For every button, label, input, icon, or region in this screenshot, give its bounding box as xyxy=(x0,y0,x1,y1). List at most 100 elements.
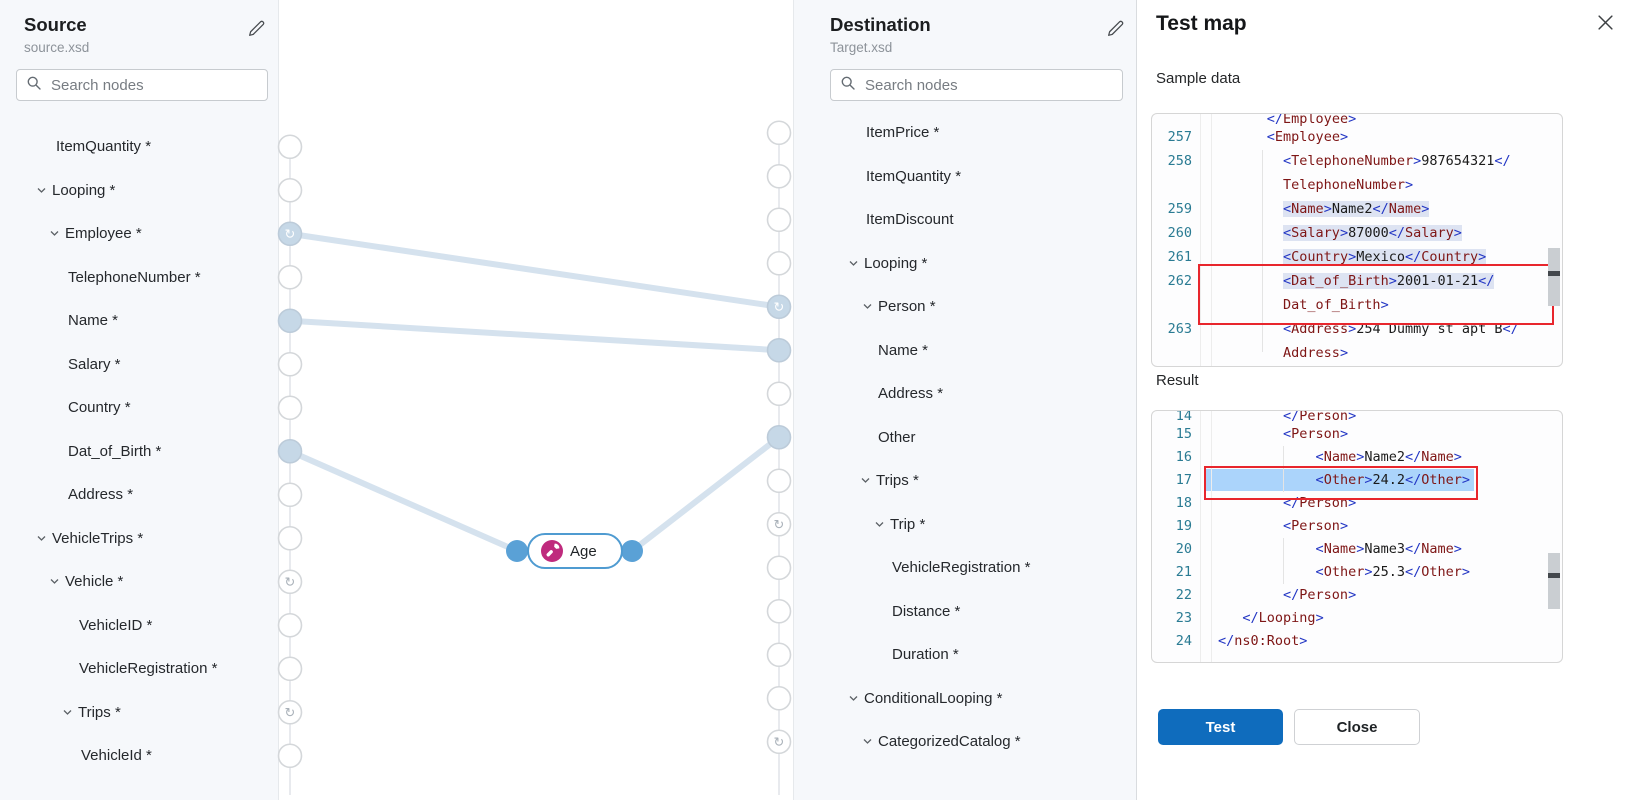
node-connection-point[interactable] xyxy=(766,381,792,407)
chevron-down-icon[interactable] xyxy=(862,736,873,747)
tree-node-address[interactable]: Address * xyxy=(0,473,278,517)
tree-node-itemprice[interactable]: ItemPrice * xyxy=(794,111,1137,155)
source-search-input[interactable] xyxy=(49,75,258,95)
node-connection-point[interactable] xyxy=(766,424,792,450)
chevron-down-icon[interactable] xyxy=(860,475,871,486)
tree-node-itemdiscount[interactable]: ItemDiscount xyxy=(794,198,1137,242)
node-connection-point[interactable] xyxy=(277,177,303,203)
tree-node-trip[interactable]: Trip * xyxy=(794,503,1137,547)
loop-connection-point[interactable] xyxy=(277,221,303,247)
node-connection-point[interactable] xyxy=(766,163,792,189)
tree-node-employee[interactable]: Employee * xyxy=(0,212,278,256)
map-connection[interactable] xyxy=(629,434,782,554)
tree-node-itemquantity[interactable]: ItemQuantity * xyxy=(794,155,1137,199)
scrollbar-thumb[interactable] xyxy=(1548,553,1560,609)
node-connection-point[interactable] xyxy=(277,525,303,551)
tree-node-distance[interactable]: Distance * xyxy=(794,590,1137,634)
code-token: Other xyxy=(1323,471,1365,488)
tree-node-name[interactable]: Name * xyxy=(0,299,278,343)
chevron-down-icon[interactable] xyxy=(874,519,885,530)
tree-node-country[interactable]: Country * xyxy=(0,386,278,430)
chevron-down-icon[interactable] xyxy=(36,533,47,544)
function-node-age[interactable]: Age xyxy=(506,533,643,569)
tree-node-vehicle[interactable]: Vehicle * xyxy=(0,560,278,604)
node-connection-point[interactable] xyxy=(277,395,303,421)
node-connection-point[interactable] xyxy=(766,250,792,276)
tree-node-vehicleregistration[interactable]: VehicleRegistration * xyxy=(794,546,1137,590)
tree-node-looping[interactable]: Looping * xyxy=(794,242,1137,286)
node-connection-point[interactable] xyxy=(766,685,792,711)
pencil-icon[interactable] xyxy=(246,18,268,40)
destination-search-input[interactable] xyxy=(863,75,1113,95)
loop-connection-point[interactable] xyxy=(766,511,792,537)
tree-node-duration[interactable]: Duration * xyxy=(794,633,1137,677)
node-connection-point[interactable] xyxy=(766,337,792,363)
tree-node-vehicleid[interactable]: VehicleID * xyxy=(0,604,278,648)
node-connection-point[interactable] xyxy=(277,612,303,638)
loop-connection-point[interactable] xyxy=(277,569,303,595)
node-connection-point[interactable] xyxy=(277,743,303,769)
tree-node-vehicleid[interactable]: VehicleId * xyxy=(0,734,278,778)
tree-node-address[interactable]: Address * xyxy=(794,372,1137,416)
chevron-down-icon[interactable] xyxy=(862,301,873,312)
map-connection[interactable] xyxy=(287,230,782,310)
map-connection[interactable] xyxy=(287,317,782,354)
tree-node-vehicletrips[interactable]: VehicleTrips * xyxy=(0,517,278,561)
tree-node-looping[interactable]: Looping * xyxy=(0,169,278,213)
result-editor[interactable]: 14 </Person>15 <Person>16 <Name>Name2</N… xyxy=(1151,410,1563,663)
node-connection-point[interactable] xyxy=(277,351,303,377)
code-token: </ xyxy=(1404,471,1422,488)
chevron-down-icon[interactable] xyxy=(49,228,60,239)
tree-node-dat_of_birth[interactable]: Dat_of_Birth * xyxy=(0,430,278,474)
test-button[interactable]: Test xyxy=(1158,709,1283,745)
code-token: > xyxy=(1348,411,1357,423)
chevron-down-icon[interactable] xyxy=(49,576,60,587)
loop-connection-point[interactable] xyxy=(766,729,792,755)
function-input-handle[interactable] xyxy=(506,540,528,562)
loop-connection-point[interactable] xyxy=(277,699,303,725)
tree-node-conditionallooping[interactable]: ConditionalLooping * xyxy=(794,677,1137,721)
tree-node-label: ItemDiscount xyxy=(866,211,954,229)
search-icon xyxy=(26,75,42,96)
node-connection-point[interactable] xyxy=(277,656,303,682)
destination-search-box xyxy=(830,69,1123,101)
function-output-handle[interactable] xyxy=(621,540,643,562)
tree-node-name[interactable]: Name * xyxy=(794,329,1137,373)
sample-data-editor[interactable]: </Employee>257 <Employee>258 <TelephoneN… xyxy=(1151,113,1563,367)
tree-node-categorizedcatalog[interactable]: CategorizedCatalog * xyxy=(794,720,1137,764)
tree-node-person[interactable]: Person * xyxy=(794,285,1137,329)
tree-node-telephonenumber[interactable]: TelephoneNumber * xyxy=(0,256,278,300)
scrollbar-thumb[interactable] xyxy=(1548,248,1560,306)
node-connection-point[interactable] xyxy=(766,642,792,668)
node-connection-point[interactable] xyxy=(766,555,792,581)
code-token: > xyxy=(1339,517,1349,534)
pencil-icon[interactable] xyxy=(1105,18,1127,40)
node-connection-point[interactable] xyxy=(766,468,792,494)
node-connection-point[interactable] xyxy=(277,482,303,508)
tree-node-salary[interactable]: Salary * xyxy=(0,343,278,387)
chevron-down-icon[interactable] xyxy=(62,707,73,718)
chevron-down-icon[interactable] xyxy=(36,185,47,196)
tree-node-trips[interactable]: Trips * xyxy=(0,691,278,735)
code-token: </ xyxy=(1388,225,1405,242)
loop-connection-point[interactable] xyxy=(766,294,792,320)
node-connection-point[interactable] xyxy=(766,120,792,146)
map-connection[interactable] xyxy=(287,448,520,554)
node-connection-point[interactable] xyxy=(277,134,303,160)
node-connection-point[interactable] xyxy=(766,207,792,233)
node-connection-point[interactable] xyxy=(277,264,303,290)
close-icon[interactable] xyxy=(1597,14,1617,34)
tree-node-other[interactable]: Other xyxy=(794,416,1137,460)
chevron-down-icon[interactable] xyxy=(848,258,859,269)
function-pill[interactable] xyxy=(527,533,623,569)
tree-node-trips[interactable]: Trips * xyxy=(794,459,1137,503)
chevron-down-icon[interactable] xyxy=(848,693,859,704)
node-connection-point[interactable] xyxy=(766,598,792,624)
node-connection-point[interactable] xyxy=(277,438,303,464)
code-token: > xyxy=(1453,540,1462,557)
node-connection-point[interactable] xyxy=(277,308,303,334)
close-button[interactable]: Close xyxy=(1294,709,1420,745)
code-token: > xyxy=(1348,586,1357,603)
tree-node-itemquantity[interactable]: ItemQuantity * xyxy=(0,125,278,169)
tree-node-vehicleregistration[interactable]: VehicleRegistration * xyxy=(0,647,278,691)
